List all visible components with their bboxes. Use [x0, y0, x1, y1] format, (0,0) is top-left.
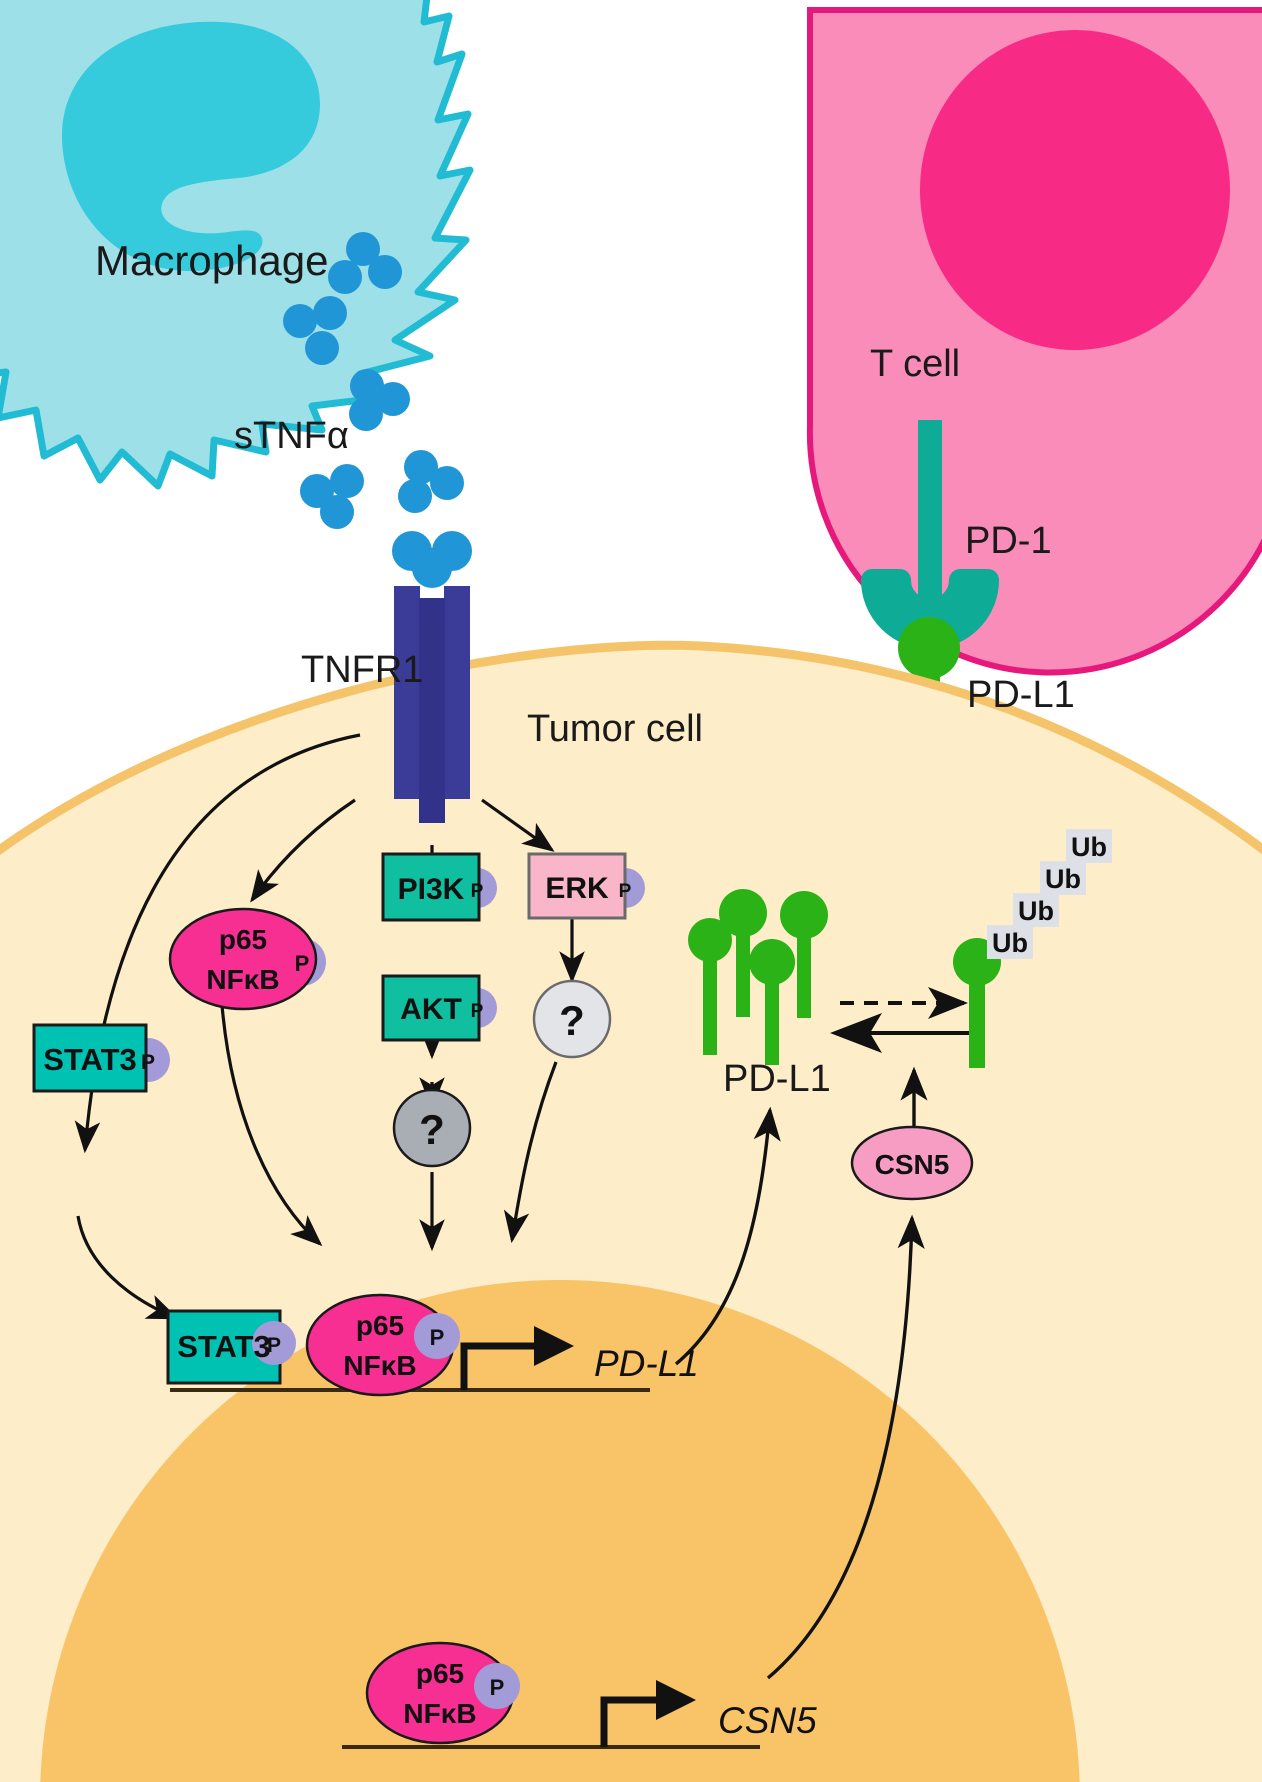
node-label-csn5: CSN5 [875, 1149, 950, 1180]
ub-label-1: Ub [992, 928, 1028, 958]
promoter-pdl1 [166, 1293, 650, 1397]
phospho-akt: P [471, 1001, 484, 1022]
macrophage-label: Macrophage [95, 237, 329, 284]
phospho-erk: P [619, 881, 632, 902]
tcell-label: T cell [870, 343, 961, 385]
csn5promoter-p65-phospho: P [490, 1675, 505, 1700]
pdl1-surface-molecules [688, 889, 1001, 1068]
promoter-nfkb-label: NFκB [343, 1350, 416, 1381]
node-akt [381, 974, 497, 1042]
pdl1-receptor-label: PD-L1 [967, 674, 1075, 716]
node-pi3k [381, 852, 497, 922]
node-label-akt: AKT [400, 993, 462, 1026]
phospho-stat3: P [141, 1051, 155, 1074]
arrow-tnfr1-p65 [250, 798, 356, 903]
ub-label-2: Ub [1018, 896, 1054, 926]
node-label-stat3: STAT3 [43, 1042, 137, 1077]
tumor-nucleus [40, 1280, 1080, 1782]
node-label-nfkb: NFκB [206, 964, 279, 995]
tnfr1-receptor [394, 586, 470, 823]
csn5promoter-nfkb-label: NFκB [403, 1698, 476, 1729]
node-label-unknown1: ? [419, 1106, 445, 1153]
node-label-p65: p65 [219, 924, 267, 955]
node-label-unknown2: ? [559, 997, 585, 1044]
stnfa-label: sTNFα [234, 415, 349, 457]
arrow-pdl1gene-surface [674, 1106, 781, 1366]
phospho-p65: P [295, 951, 310, 976]
tumor-cell [0, 640, 1262, 1782]
phospho-pi3k: P [471, 881, 484, 902]
node-unknown-akt-downstream [392, 1088, 472, 1168]
node-label-erk: ERK [545, 872, 609, 905]
promoter-p65-phospho: P [430, 1325, 445, 1350]
promoter-csn5 [342, 1641, 760, 1749]
stnfa-ligand-cluster [283, 232, 472, 588]
ub-label-4: Ub [1071, 832, 1107, 862]
pdl1-surface-label: PD-L1 [723, 1058, 831, 1100]
tumor-cell-label: Tumor cell [527, 708, 703, 750]
arrow-tnfr1-erk [481, 798, 555, 852]
gene-label-pdl1: PD-L1 [594, 1343, 699, 1384]
node-stat3 [32, 1023, 170, 1093]
node-csn5 [850, 1125, 974, 1201]
arrow-csn5gene-protein [766, 1214, 925, 1680]
pd1-receptor [861, 420, 999, 649]
promoter-stat3-label: STAT3 [177, 1329, 271, 1364]
node-unknown-erk-downstream [532, 979, 612, 1059]
node-label-pi3k: PI3K [398, 873, 465, 906]
gene-label-csn5: CSN5 [718, 1700, 817, 1741]
tnfr1-label: TNFR1 [301, 649, 424, 691]
promoter-p65-label: p65 [356, 1310, 404, 1341]
arrow-p65-nucleus [220, 1004, 323, 1247]
ub-label-3: Ub [1045, 864, 1081, 894]
pd1-label: PD-1 [965, 520, 1052, 562]
arrow-unknown2-nucleus [503, 1061, 558, 1244]
promoter-stat3-phospho: P [267, 1334, 281, 1357]
csn5promoter-p65-label: p65 [416, 1658, 464, 1689]
node-erk [527, 852, 645, 920]
arrow-stat3-nucleus [76, 1215, 179, 1320]
node-p65-nfkb [168, 907, 326, 1011]
ubiquitin-chain [987, 829, 1112, 959]
